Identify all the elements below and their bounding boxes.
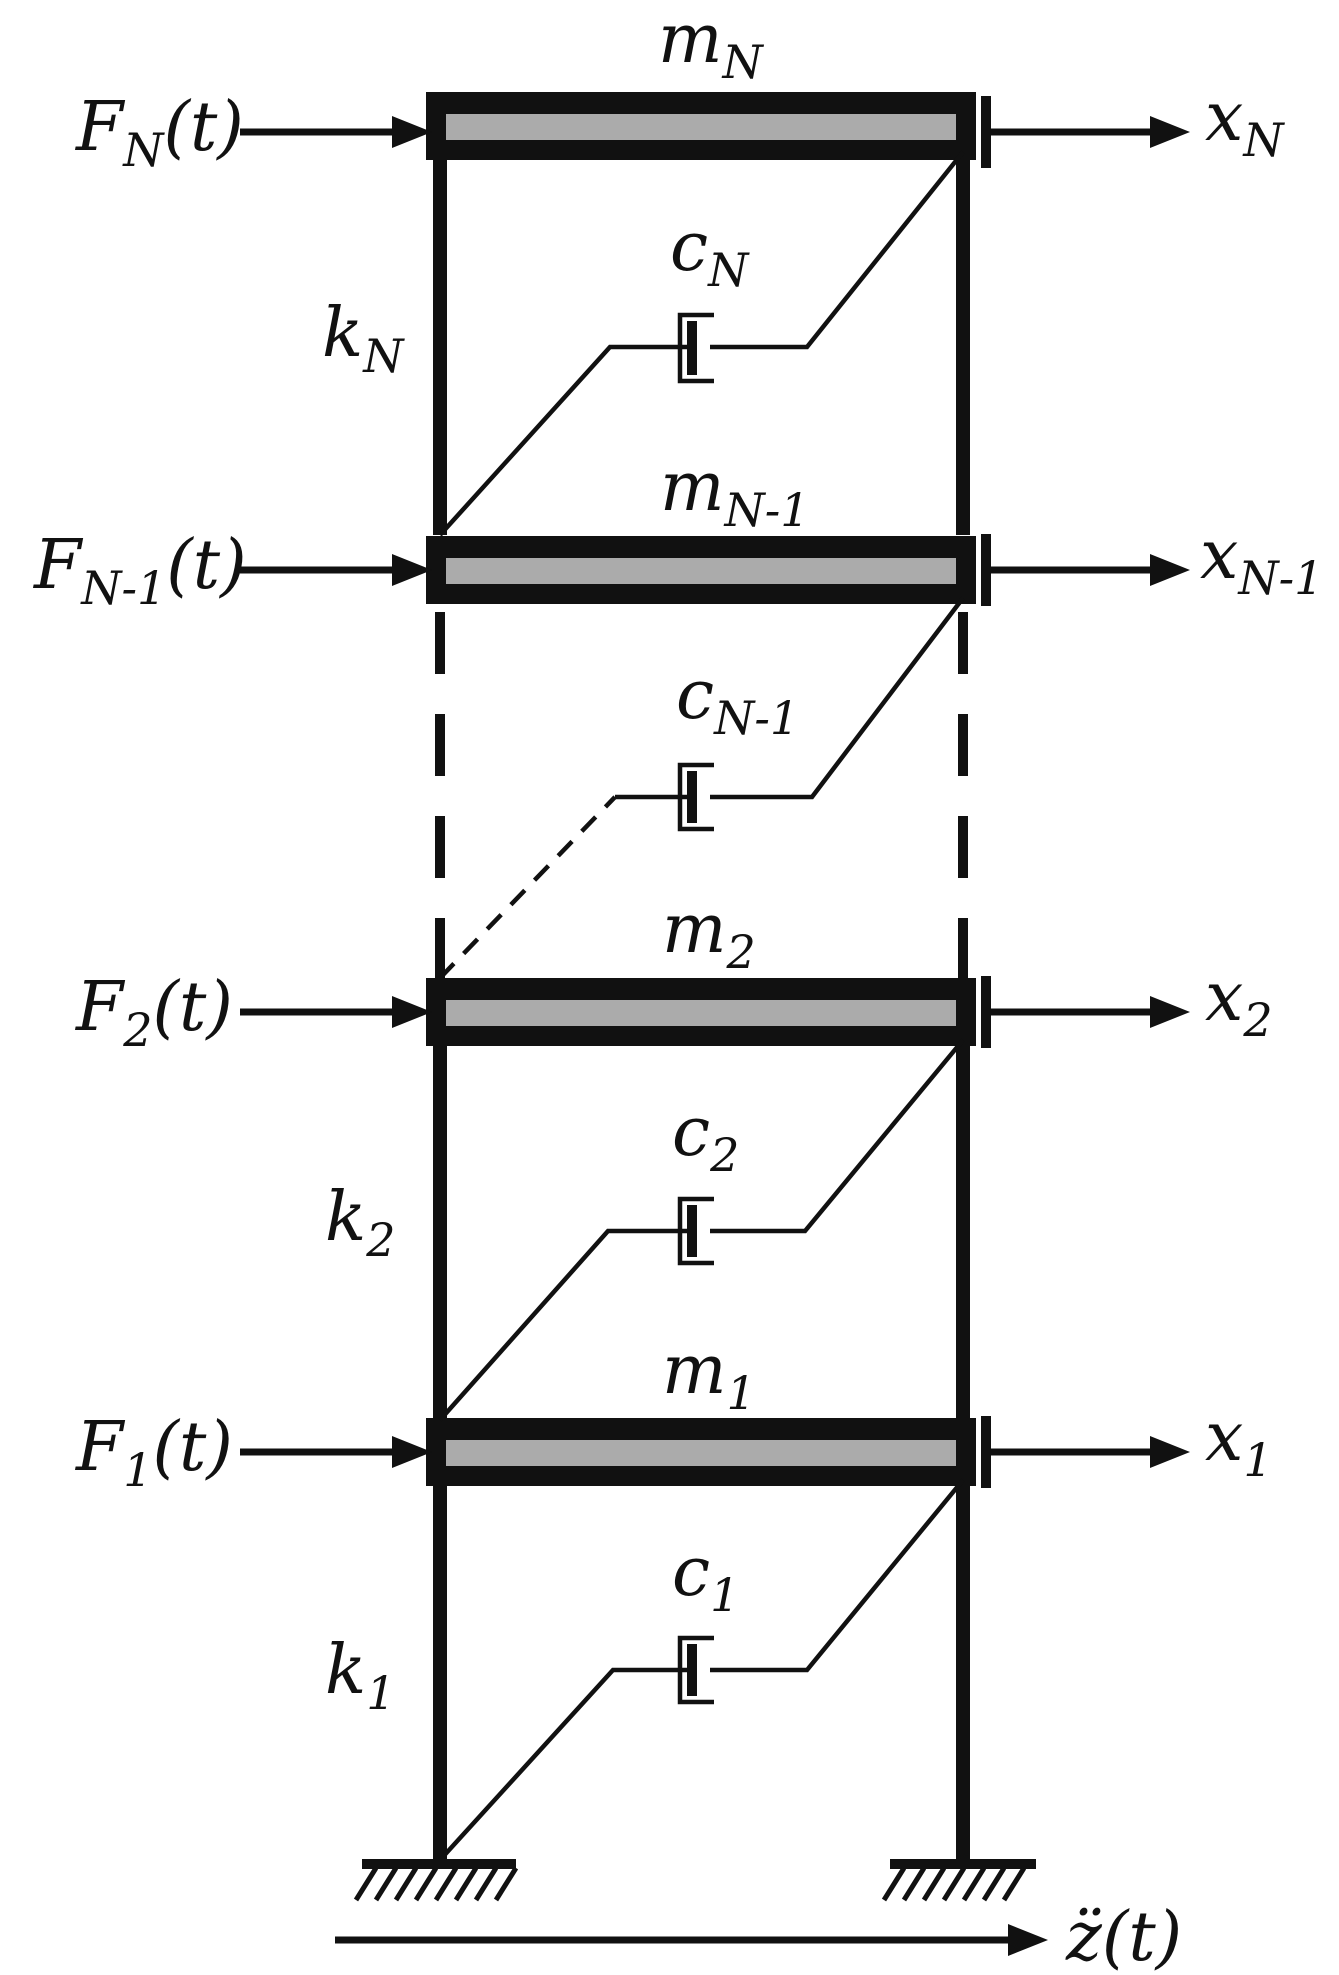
floor-slab-n [426, 92, 976, 160]
floor-slab-n-minus-1 [426, 536, 976, 604]
damper-n-minus-1 [438, 596, 965, 980]
mass-label-n: mN [658, 0, 764, 89]
damper-label-2: c2 [672, 1093, 739, 1182]
damper-label-n: cN [670, 208, 750, 297]
mass-label-1: m1 [662, 1331, 756, 1420]
mass-label-2: m2 [662, 890, 756, 979]
mass-label-n-minus-1: mN-1 [660, 448, 810, 537]
damper-1 [438, 1478, 965, 1862]
floor-slab-2 [426, 978, 976, 1046]
damper-label-n-minus-1: cN-1 [676, 656, 799, 745]
ground-acceleration-arrow [335, 1924, 1048, 1956]
displacement-label-2: x2 [1205, 958, 1273, 1047]
stiffness-label-2: k2 [325, 1178, 396, 1267]
displacement-label-n: xN [1205, 78, 1285, 167]
force-label-1: F1(t) [74, 1408, 233, 1497]
force-label-n: FN(t) [74, 88, 244, 177]
left-fixed-support [353, 1859, 519, 1902]
displacement-label-n-minus-1: xN-1 [1200, 516, 1323, 605]
force-label-2: F2(t) [74, 968, 233, 1057]
right-fixed-support [881, 1859, 1036, 1902]
force-arrow-n-minus-1 [240, 554, 432, 586]
damper-n [438, 150, 965, 537]
force-arrow-1 [240, 1436, 432, 1468]
stiffness-label-n: kN [322, 294, 405, 383]
damper-2 [438, 1038, 965, 1422]
displacement-arrow-n [981, 96, 1190, 168]
damper-label-1: c1 [672, 1533, 739, 1622]
displacement-arrow-1 [981, 1416, 1190, 1488]
force-arrow-n [240, 116, 432, 148]
stiffness-label-1: k1 [325, 1631, 396, 1720]
force-label-n-minus-1: FN-1(t) [32, 526, 247, 615]
displacement-arrow-2 [981, 976, 1190, 1048]
displacement-label-1: x1 [1205, 1398, 1273, 1487]
force-arrow-2 [240, 996, 432, 1028]
displacement-arrow-n-minus-1 [981, 534, 1190, 606]
floor-slab-1 [426, 1418, 976, 1486]
ground-acceleration-label: z̈(t) [1065, 1898, 1182, 1975]
